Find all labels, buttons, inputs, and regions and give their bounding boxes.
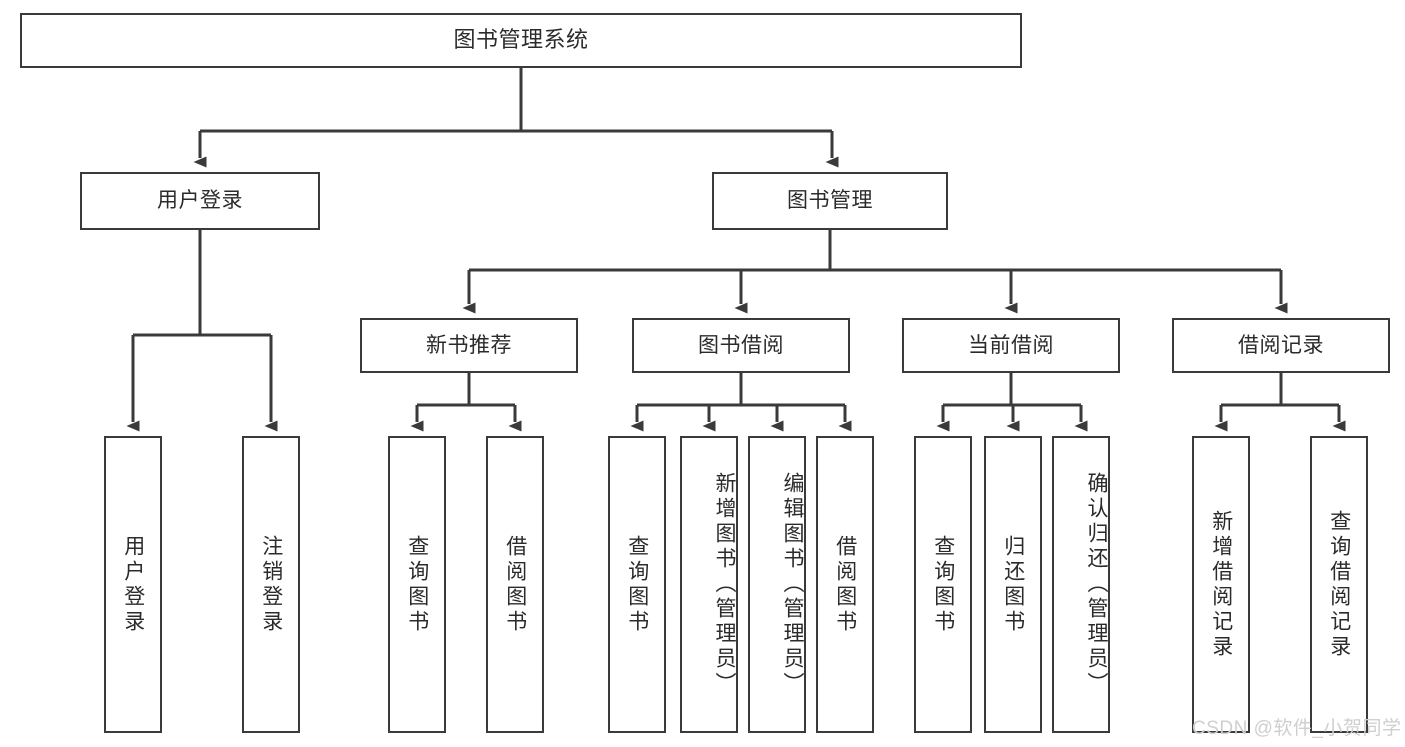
node-book-borrow[interactable]: 图书借阅 xyxy=(632,318,850,373)
csdn-watermark: CSDN @软件_小贺同学 xyxy=(1192,718,1402,739)
leaf-recommend-borrow-book[interactable]: 借阅图书 xyxy=(486,436,544,733)
leaf-label: 确认归还（管理员） xyxy=(1085,472,1108,697)
leaf-label: 查询借阅记录 xyxy=(1327,509,1351,660)
leaf-user-login[interactable]: 用户登录 xyxy=(104,436,162,733)
leaf-label: 查询图书 xyxy=(931,534,955,635)
leaf-label: 借阅图书 xyxy=(503,534,527,635)
leaf-label: 新增图书（管理员） xyxy=(713,472,736,697)
leaf-recommend-query-book[interactable]: 查询图书 xyxy=(388,436,446,733)
leaf-current-query-book[interactable]: 查询图书 xyxy=(914,436,972,733)
node-current-borrow[interactable]: 当前借阅 xyxy=(902,318,1120,373)
leaf-label: 查询图书 xyxy=(625,534,649,635)
leaf-user-logout[interactable]: 注销登录 xyxy=(242,436,300,733)
leaf-query-borrow-record[interactable]: 查询借阅记录 xyxy=(1310,436,1368,733)
leaf-borrow-query-book[interactable]: 查询图书 xyxy=(608,436,666,733)
leaf-edit-book-admin[interactable]: 编辑图书（管理员） xyxy=(748,436,806,733)
node-book-management[interactable]: 图书管理 xyxy=(712,172,948,230)
leaf-borrow-book[interactable]: 借阅图书 xyxy=(816,436,874,733)
node-borrow-record[interactable]: 借阅记录 xyxy=(1172,318,1390,373)
node-user-login[interactable]: 用户登录 xyxy=(80,172,320,230)
leaf-confirm-return-admin[interactable]: 确认归还（管理员） xyxy=(1052,436,1110,733)
leaf-label: 归还图书 xyxy=(1001,534,1025,635)
leaf-label: 注销登录 xyxy=(259,534,283,635)
node-root-system[interactable]: 图书管理系统 xyxy=(20,13,1022,68)
leaf-label: 借阅图书 xyxy=(833,534,857,635)
leaf-label: 用户登录 xyxy=(121,534,145,635)
leaf-add-borrow-record[interactable]: 新增借阅记录 xyxy=(1192,436,1250,733)
leaf-label: 新增借阅记录 xyxy=(1209,509,1233,660)
leaf-label: 查询图书 xyxy=(405,534,429,635)
node-new-book-recommend[interactable]: 新书推荐 xyxy=(360,318,578,373)
leaf-add-book-admin[interactable]: 新增图书（管理员） xyxy=(680,436,738,733)
leaf-label: 编辑图书（管理员） xyxy=(781,472,804,697)
leaf-return-book[interactable]: 归还图书 xyxy=(984,436,1042,733)
